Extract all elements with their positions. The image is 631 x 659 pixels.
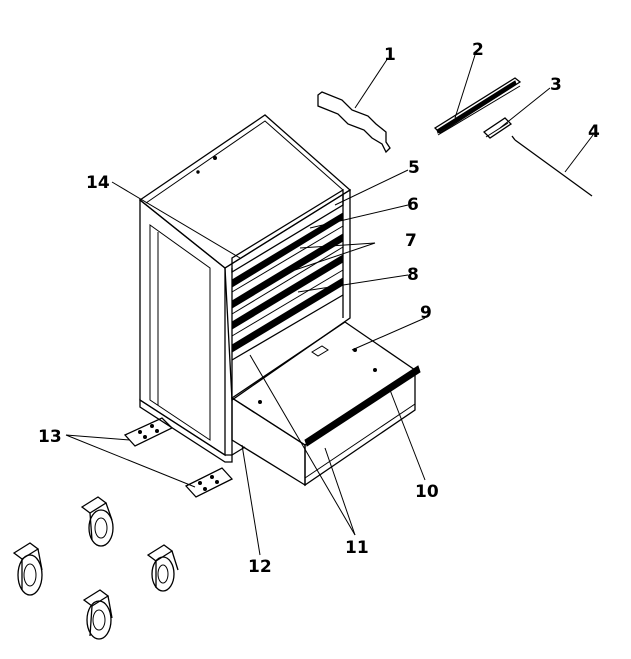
clip-part (482, 117, 513, 139)
callout-13: 13 (38, 427, 62, 447)
leader-lines (65, 54, 594, 556)
callout-1: 1 (384, 45, 396, 65)
caster-wheel-icon (146, 544, 179, 592)
callout-4: 4 (588, 122, 600, 142)
callout-12: 12 (248, 557, 272, 577)
caster-wheel-icon (12, 542, 43, 596)
callout-8: 8 (407, 265, 419, 285)
callout-5: 5 (408, 158, 420, 178)
slide-rail-part (433, 77, 522, 136)
rod-part (511, 135, 593, 197)
bracket-part (317, 91, 391, 154)
callout-6: 6 (407, 195, 419, 215)
caster-plates (123, 417, 234, 498)
caster-wheel-icon (82, 589, 113, 640)
tool-cabinet (138, 114, 352, 463)
callout-labels: 1 2 3 4 5 6 7 8 9 10 11 12 13 14 (38, 40, 600, 577)
callout-14: 14 (86, 173, 110, 193)
callout-10: 10 (415, 482, 439, 502)
callout-7: 7 (405, 231, 417, 251)
callout-11: 11 (345, 538, 369, 558)
callout-3: 3 (550, 75, 562, 95)
callout-9: 9 (420, 303, 432, 323)
caster-wheel-icon (80, 496, 114, 547)
drawer-open (230, 321, 421, 487)
callout-2: 2 (472, 40, 484, 60)
